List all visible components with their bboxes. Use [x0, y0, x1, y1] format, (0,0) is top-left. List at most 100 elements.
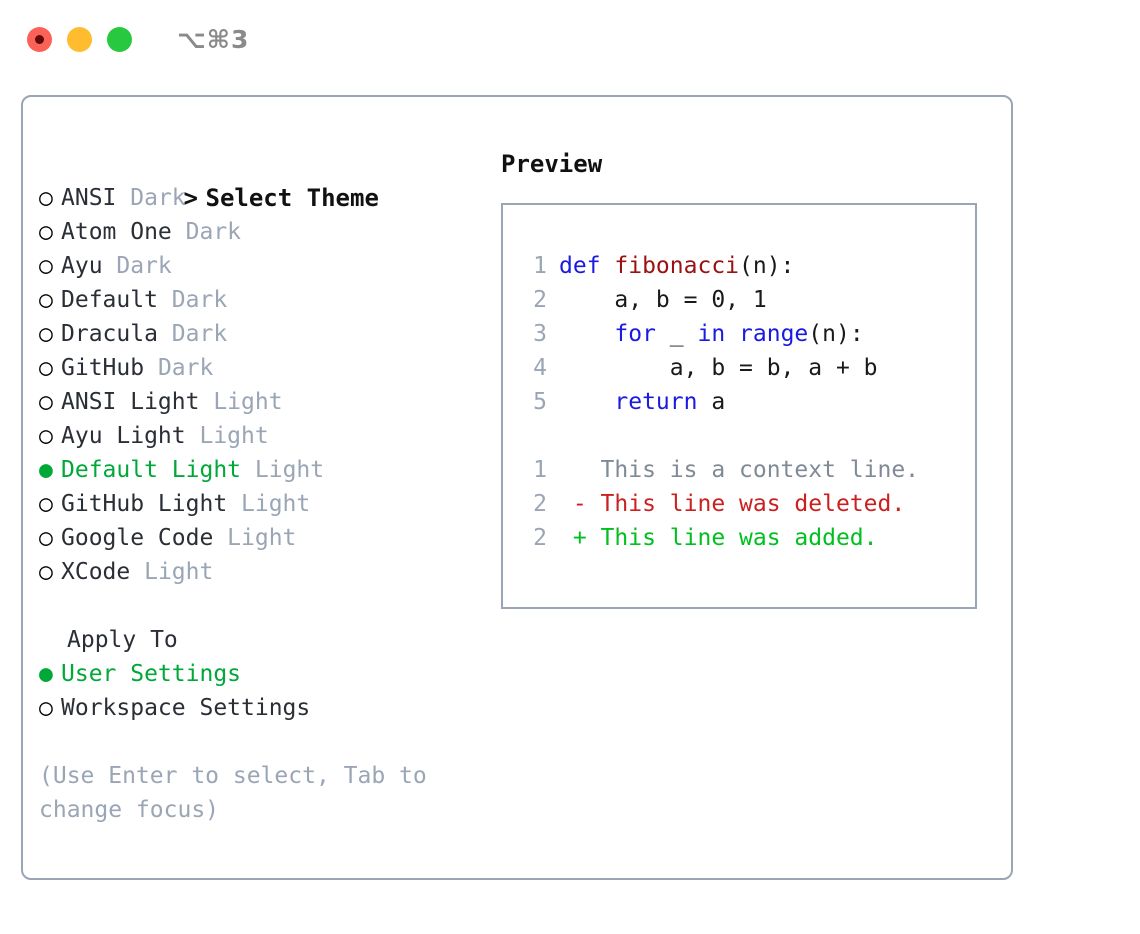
theme-option-ansi-light[interactable]: ○ ANSI Light Light	[39, 385, 489, 419]
radio-unselected-icon: ○	[39, 355, 53, 381]
theme-option-dracula[interactable]: ○Dracula Dark	[39, 317, 489, 351]
diff-sample: 1 This is a context line.2 - This line w…	[521, 453, 975, 555]
line-number: 2	[533, 491, 547, 517]
theme-option-kind: Dark	[171, 321, 228, 347]
radio-unselected-icon: ○	[39, 423, 53, 449]
theme-option-kind: Light	[199, 423, 269, 449]
code-token: return	[614, 389, 698, 415]
theme-option-ayu-light[interactable]: ○Ayu Light Light	[39, 419, 489, 453]
radio-selected-icon: ●	[39, 661, 53, 687]
code-token	[559, 389, 614, 415]
apply-option-label: User Settings	[61, 661, 242, 687]
apply-option-user-settings[interactable]: ● User Settings	[39, 657, 489, 691]
code-token: (n):	[808, 321, 864, 347]
radio-unselected-icon: ○	[39, 185, 53, 211]
theme-option-github[interactable]: ○ GitHub Dark	[39, 351, 489, 385]
radio-unselected-icon: ○	[39, 491, 53, 517]
keyboard-shortcut-label: ⌥⌘3	[177, 24, 250, 54]
select-theme-label: Select Theme	[205, 184, 379, 212]
diff-line: 2 - This line was deleted.	[521, 487, 975, 521]
code-token	[725, 321, 739, 347]
diff-line: 1 This is a context line.	[521, 453, 975, 487]
code-token: def	[559, 253, 615, 279]
theme-option-kind: Dark	[116, 253, 172, 279]
radio-unselected-icon: ○	[39, 525, 53, 551]
radio-unselected-icon: ○	[39, 389, 53, 415]
theme-option-label: Ayu	[61, 253, 117, 279]
theme-option-ansi[interactable]: ○ ANSI Dark	[39, 181, 489, 215]
main-panel: > Select Theme ○ANSI Dark○Atom One Dark○…	[21, 95, 1013, 880]
diff-marker: +	[559, 525, 601, 551]
window-controls	[27, 26, 132, 52]
code-token	[559, 321, 614, 347]
theme-option-kind: Light	[254, 457, 325, 483]
keyboard-hint-text: (Use Enter to select, Tab to change focu…	[39, 763, 427, 823]
theme-option-kind: Dark	[130, 185, 186, 211]
line-number: 2	[533, 525, 547, 551]
line-number: 1	[533, 457, 547, 483]
code-token: in	[697, 321, 726, 347]
theme-option-kind: Dark	[157, 355, 214, 381]
theme-option-kind: Dark	[171, 287, 228, 313]
theme-option-label: Atom One	[61, 219, 186, 245]
theme-option-label: Google Code	[61, 525, 228, 551]
line-number: 4	[533, 355, 547, 381]
line-number: 2	[533, 287, 547, 313]
spacer	[39, 589, 489, 623]
code-line: 2 a, b = 0, 1	[521, 283, 975, 317]
close-button[interactable]	[27, 26, 52, 52]
radio-unselected-icon: ○	[39, 219, 53, 245]
theme-option-default[interactable]: ○Default Dark	[39, 283, 489, 317]
prompt-caret-icon: >	[183, 184, 213, 212]
radio-unselected-icon: ○	[39, 321, 53, 347]
theme-option-atom-one[interactable]: ○ Atom One Dark	[39, 215, 489, 249]
theme-option-label: ANSI Light	[61, 389, 214, 415]
code-token: _	[655, 321, 698, 347]
theme-option-label: Default Light	[61, 457, 255, 483]
theme-option-ayu[interactable]: ○ Ayu Dark	[39, 249, 489, 283]
theme-option-default-light[interactable]: ● Default Light Light	[39, 453, 489, 487]
title-bar: ⌥⌘3	[0, 0, 1140, 78]
diff-text: This line was added.	[600, 525, 878, 551]
theme-option-google-code[interactable]: ○ Google Code Light	[39, 521, 489, 555]
theme-option-label: GitHub Light	[61, 491, 242, 517]
radio-unselected-icon: ○	[39, 253, 53, 279]
apply-option-label: Workspace Settings	[61, 695, 311, 721]
minimize-button[interactable]	[67, 26, 92, 52]
preview-heading: Preview	[501, 150, 603, 178]
theme-option-label: GitHub	[61, 355, 158, 381]
diff-marker	[559, 457, 601, 483]
code-token: a, b = b, a + b	[559, 355, 878, 381]
apply-option-workspace-settings[interactable]: ○Workspace Settings	[39, 691, 489, 725]
diff-line: 2 + This line was added.	[521, 521, 975, 555]
code-token: (n):	[739, 253, 795, 279]
theme-list: ○ANSI Dark○Atom One Dark○Ayu Dark○Defaul…	[39, 181, 489, 589]
code-token: a, b = 0, 1	[559, 287, 767, 313]
line-number: 3	[533, 321, 547, 347]
theme-option-xcode[interactable]: ○ XCode Light	[39, 555, 489, 589]
code-token: for	[614, 321, 656, 347]
diff-text: This is a context line.	[600, 457, 920, 483]
code-token: fibonacci	[614, 253, 740, 279]
maximize-button[interactable]	[107, 26, 132, 52]
theme-option-kind: Dark	[185, 219, 242, 245]
line-number: 5	[533, 389, 547, 415]
radio-selected-icon: ●	[39, 457, 53, 483]
code-token: a	[697, 389, 726, 415]
code-spacer	[521, 419, 975, 453]
line-number: 1	[533, 253, 547, 279]
code-line: 3 for _ in range(n):	[521, 317, 975, 351]
apply-to-options: ● User Settings ○Workspace Settings	[39, 657, 489, 725]
theme-option-kind: Light	[144, 559, 214, 585]
theme-option-kind: Light	[213, 389, 283, 415]
theme-option-kind: Light	[227, 525, 297, 551]
radio-unselected-icon: ○	[39, 287, 53, 313]
radio-unselected-icon: ○	[39, 559, 53, 585]
theme-option-label: ANSI	[61, 185, 131, 211]
theme-option-kind: Light	[241, 491, 311, 517]
theme-option-label: XCode	[61, 559, 145, 585]
theme-option-github-light[interactable]: ○ GitHub Light Light	[39, 487, 489, 521]
